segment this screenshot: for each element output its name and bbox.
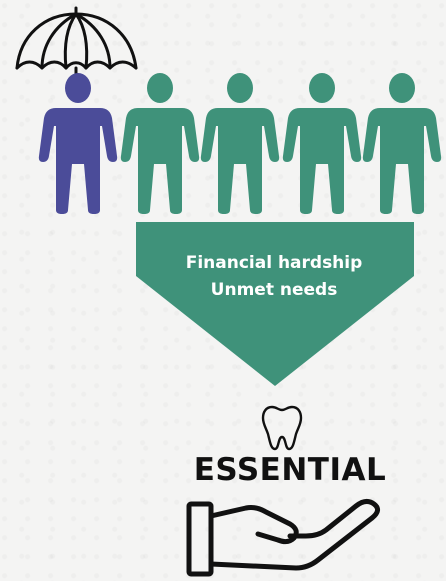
- umbrella-icon: [15, 6, 138, 78]
- insured-person-icon: [38, 73, 118, 214]
- funnel-text: Financial hardship Unmet needs: [136, 250, 412, 304]
- uninsured-person-icon: [362, 73, 442, 214]
- funnel-line-financial-hardship: Financial hardship: [185, 253, 363, 273]
- funnel-line-unmet-needs: Unmet needs: [210, 280, 338, 300]
- essential-label: ESSENTIAL: [193, 452, 387, 488]
- uninsured-person-icon: [120, 73, 200, 214]
- tooth-icon: [261, 405, 303, 451]
- funnel-shape: [136, 222, 414, 386]
- uninsured-person-icon: [200, 73, 280, 214]
- open-hand-icon: [186, 498, 380, 577]
- uninsured-person-icon: [282, 73, 362, 214]
